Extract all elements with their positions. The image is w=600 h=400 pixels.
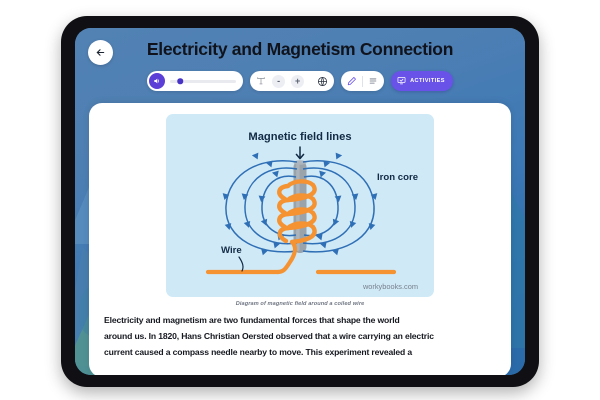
lesson-content-inner: Magnetic field lines bbox=[89, 103, 511, 375]
lesson-content-card: Magnetic field lines bbox=[89, 103, 511, 375]
arrow-left-icon bbox=[95, 47, 106, 58]
volume-slider[interactable] bbox=[170, 78, 237, 84]
field-arrowheads-left bbox=[222, 152, 285, 256]
toolbar: - + bbox=[75, 71, 525, 91]
annotation-group bbox=[341, 71, 385, 91]
diagram-container: Magnetic field lines bbox=[103, 114, 497, 297]
back-button[interactable] bbox=[88, 40, 113, 65]
decrease-text-size-button[interactable]: - bbox=[272, 74, 286, 88]
iron-core-label: Iron core bbox=[377, 172, 418, 183]
tablet-frame: Electricity and Magnetism Connection bbox=[61, 16, 539, 387]
activities-label: ACTIVITIES bbox=[410, 78, 445, 84]
field-arrowheads-right bbox=[315, 152, 378, 256]
diagram-caption: Diagram of magnetic field around a coile… bbox=[235, 301, 365, 307]
paragraph-line: around us. In 1820, Hans Christian Oerst… bbox=[104, 330, 434, 341]
diagram-svg: Magnetic field lines bbox=[205, 131, 418, 291]
monitor-check-icon bbox=[397, 72, 406, 90]
text-format-icon[interactable] bbox=[256, 76, 266, 86]
text-size-group: - + bbox=[250, 71, 335, 91]
page-title: Electricity and Magnetism Connection bbox=[146, 39, 454, 59]
wire-leads bbox=[205, 239, 397, 275]
globe-icon[interactable] bbox=[317, 76, 328, 87]
increase-text-size-button[interactable]: + bbox=[291, 74, 305, 88]
volume-control-group bbox=[147, 71, 244, 91]
watermark-label: workybooks.com bbox=[362, 282, 418, 291]
tablet-screen: Electricity and Magnetism Connection bbox=[75, 28, 525, 375]
activities-button[interactable]: ACTIVITIES bbox=[391, 71, 453, 91]
diagram-title-arrow-icon bbox=[295, 146, 305, 160]
paragraph-line: Electricity and magnetism are two fundam… bbox=[104, 315, 400, 325]
app-header: Electricity and Magnetism Connection bbox=[75, 28, 525, 120]
wire-label: Wire bbox=[221, 245, 242, 256]
coil-front-loops bbox=[277, 182, 317, 245]
toolbar-divider bbox=[362, 75, 364, 87]
field-lines-left bbox=[225, 160, 298, 253]
pen-icon[interactable] bbox=[347, 76, 357, 86]
lesson-paragraph: Electricity and magnetism are two fundam… bbox=[103, 313, 497, 361]
volume-slider-knob[interactable] bbox=[177, 78, 183, 84]
speaker-volume-icon[interactable] bbox=[149, 73, 166, 89]
list-lines-icon[interactable] bbox=[368, 76, 378, 86]
diagram-title-label: Magnetic field lines bbox=[248, 131, 351, 143]
wire-leader-line bbox=[238, 256, 244, 272]
magnetic-field-diagram: Magnetic field lines bbox=[166, 114, 434, 297]
paragraph-line: current caused a compass needle nearby t… bbox=[104, 346, 412, 357]
